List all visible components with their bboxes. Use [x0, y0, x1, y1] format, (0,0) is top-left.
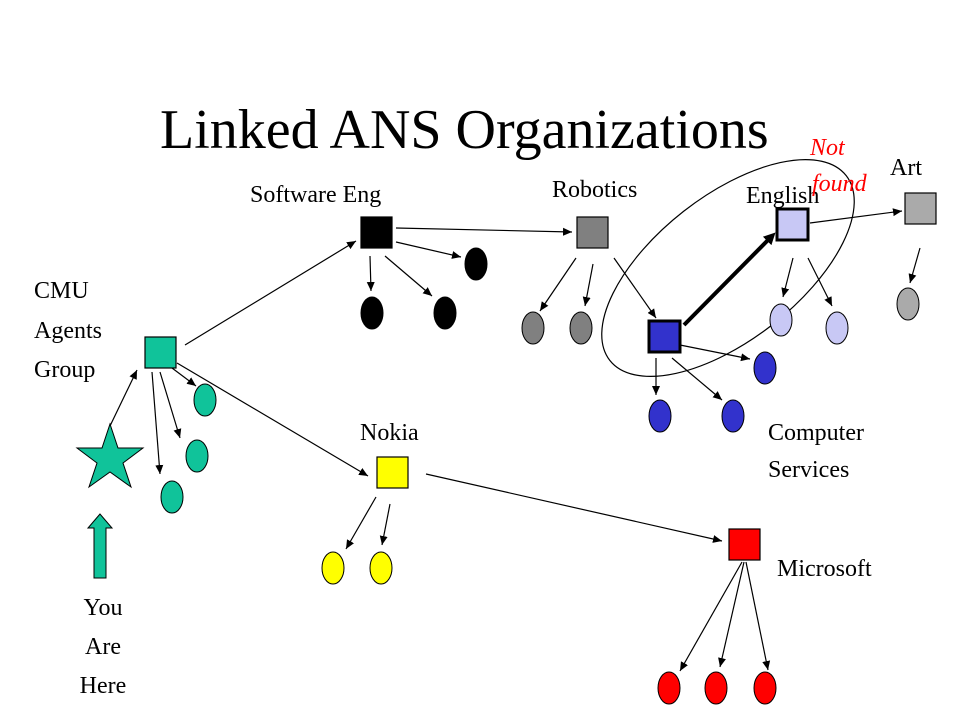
leaf-cmu-1	[193, 383, 217, 417]
label-cmu-line2: Agents	[34, 318, 102, 344]
leaf-software-3	[433, 296, 457, 330]
label-english: English	[746, 183, 819, 209]
edge-cmu-leaf1	[151, 371, 164, 475]
edge-star-cmu	[109, 369, 138, 427]
edge-robotics-leaf2	[582, 263, 594, 307]
edge-robotics-leaf1	[539, 257, 577, 312]
edge-software-leaf2	[366, 255, 375, 292]
label-computer-services-line1: Computer	[768, 420, 864, 446]
edge-cmu-leaf3	[171, 367, 197, 387]
edge-cs-leaf3	[671, 357, 723, 401]
leaf-cmu-2	[185, 439, 209, 473]
node-microsoft[interactable]	[728, 528, 761, 561]
leaf-cs-1	[753, 351, 777, 385]
leaf-cmu-3	[160, 480, 184, 514]
label-nokia: Nokia	[360, 420, 419, 446]
up-arrow-icon	[86, 513, 114, 579]
edge-microsoft-leaf2	[718, 561, 745, 668]
edge-microsoft-leaf3	[745, 561, 771, 671]
edge-robotics-cs	[613, 257, 657, 319]
leaf-cs-3	[721, 399, 745, 433]
node-english[interactable]	[775, 207, 810, 242]
edge-microsoft-leaf1	[679, 561, 743, 672]
leaf-cs-2	[648, 399, 672, 433]
node-cmu-agents-group[interactable]	[144, 336, 177, 369]
label-cmu-line3: Group	[34, 357, 95, 383]
leaf-software-2	[360, 296, 384, 330]
edge-nokia-microsoft	[425, 473, 723, 543]
label-not-found-line1: Not	[809, 135, 846, 161]
label-computer-services-line2: Services	[768, 457, 849, 483]
you-are-here-star-icon[interactable]	[75, 422, 145, 489]
leaf-nokia-2	[369, 551, 393, 585]
label-art: Art	[890, 155, 922, 181]
highlight-ellipse	[601, 159, 855, 377]
edge-software-robotics	[395, 227, 573, 236]
edge-english-leaf2	[807, 257, 833, 307]
leaf-robotics-2	[569, 311, 593, 345]
edge-cs-english	[682, 232, 776, 327]
edge-nokia-leaf1	[345, 496, 377, 550]
label-not-found-line2: found	[812, 171, 868, 197]
leaf-english-1	[769, 303, 793, 337]
leaf-microsoft-3	[753, 671, 777, 705]
edge-cs-leaf1	[679, 344, 751, 362]
node-robotics[interactable]	[576, 216, 609, 249]
edge-art-leaf	[908, 247, 921, 284]
label-you-are-here-line2: Are	[85, 634, 121, 660]
leaf-nokia-1	[321, 551, 345, 585]
edge-software-leaf1	[395, 241, 462, 259]
label-robotics: Robotics	[552, 177, 637, 203]
label-microsoft: Microsoft	[777, 556, 872, 582]
leaf-art-1	[896, 287, 920, 321]
leaf-english-2	[825, 311, 849, 345]
edge-cmu-nokia	[176, 362, 369, 477]
edge-cmu-leaf2	[159, 371, 182, 439]
node-software-eng[interactable]	[360, 216, 393, 249]
label-you-are-here-line3: Here	[80, 673, 127, 699]
edge-software-leaf3	[384, 255, 433, 297]
node-art[interactable]	[904, 192, 937, 225]
edge-cmu-software	[184, 240, 357, 346]
leaf-software-1	[464, 247, 488, 281]
edge-english-leaf1	[781, 257, 794, 298]
leaf-microsoft-2	[704, 671, 728, 705]
label-you-are-here-line1: You	[84, 595, 123, 621]
node-computer-services[interactable]	[647, 319, 682, 354]
label-cmu-line1: CMU	[34, 278, 89, 304]
node-nokia[interactable]	[376, 456, 409, 489]
label-software-eng: Software Eng	[250, 182, 381, 208]
leaf-robotics-1	[521, 311, 545, 345]
leaf-microsoft-1	[657, 671, 681, 705]
edge-english-art	[809, 208, 903, 224]
edge-nokia-leaf2	[379, 503, 391, 546]
slide-title: Linked ANS Organizations	[160, 99, 769, 161]
